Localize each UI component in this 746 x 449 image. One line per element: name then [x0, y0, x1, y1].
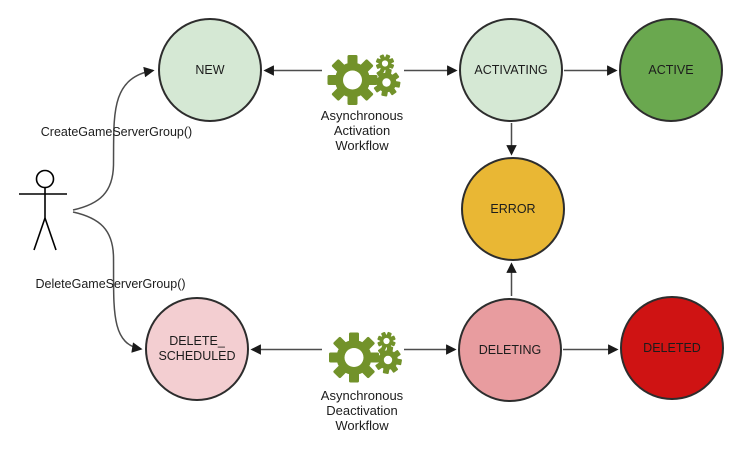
state-node-deleted: DELETED: [620, 296, 724, 400]
state-label-deleting: DELETING: [478, 342, 542, 357]
delete-game-server-group-label: DeleteGameServerGroup(): [35, 277, 186, 291]
asynchronous-activation-workflow-label: Asynchronous Activation Workflow: [320, 108, 404, 153]
state-label-delete-scheduled: DELETE_ SCHEDULED: [158, 334, 236, 363]
state-node-active: ACTIVE: [619, 18, 723, 122]
state-node-error: ERROR: [461, 157, 565, 261]
state-node-activating: ACTIVATING: [459, 18, 563, 122]
gears-icon-activation: [327, 54, 401, 105]
state-node-new: NEW: [158, 18, 262, 122]
state-node-deleting: DELETING: [458, 298, 562, 402]
state-label-deleted: DELETED: [643, 340, 701, 355]
state-node-delete-scheduled: DELETE_ SCHEDULED: [145, 297, 249, 401]
state-label-error: ERROR: [490, 201, 536, 216]
stick-figure-actor-icon: [19, 169, 67, 251]
asynchronous-deactivation-workflow-label: Asynchronous Deactivation Workflow: [320, 388, 404, 433]
arrow-actor-to-delete-scheduled: [72, 211, 143, 353]
arrow-actor-to-new: [72, 66, 155, 211]
gears-icon-deactivation: [329, 331, 403, 383]
state-label-new: NEW: [195, 62, 225, 77]
state-label-activating: ACTIVATING: [474, 62, 548, 77]
create-game-server-group-label: CreateGameServerGroup(): [40, 125, 193, 139]
state-label-active: ACTIVE: [648, 62, 694, 77]
